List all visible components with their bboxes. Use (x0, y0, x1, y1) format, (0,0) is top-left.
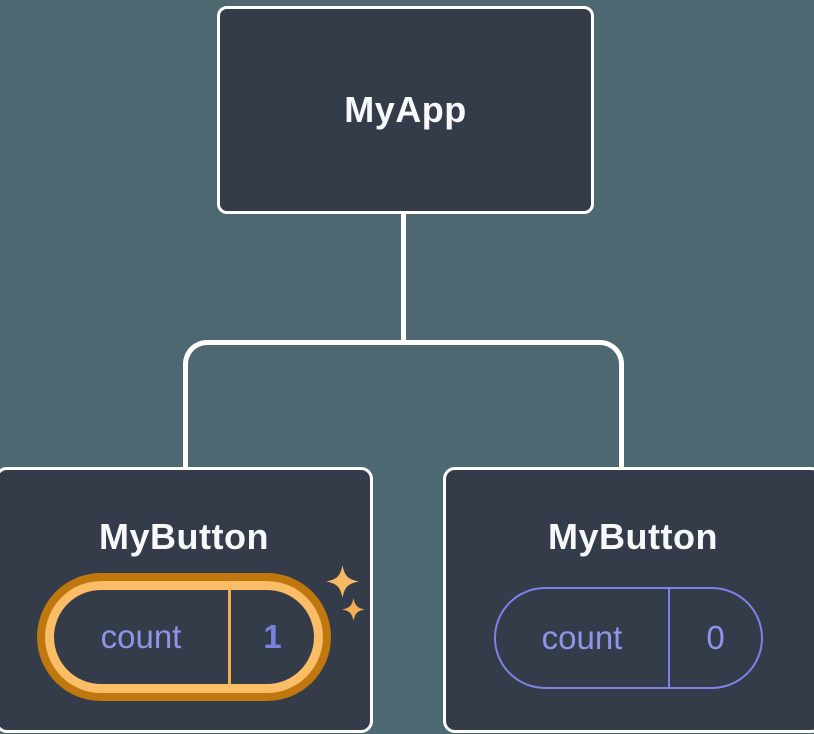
state-value-label: 0 (706, 619, 725, 656)
connector-branch-bracket (183, 340, 624, 474)
pill-divider (668, 589, 670, 687)
node-mybutton-left: MyButton count 1 (0, 467, 373, 733)
pill-divider (228, 590, 231, 684)
node-mybutton-left-label: MyButton (99, 516, 269, 557)
sparkle-icon (326, 565, 359, 598)
sparkle-icon (342, 598, 365, 621)
node-mybutton-right: MyButton count 0 (443, 467, 814, 733)
node-myapp-label: MyApp (344, 89, 467, 130)
state-value-label: 1 (263, 618, 282, 655)
state-name-label: count (100, 618, 182, 655)
state-name-label: count (541, 619, 623, 656)
connector-root-stem (401, 209, 406, 345)
state-pill-plain: count 0 (494, 587, 763, 689)
state-pill-highlighted: count 1 (45, 581, 323, 693)
node-mybutton-right-label: MyButton (548, 516, 718, 557)
node-myapp: MyApp (217, 6, 594, 214)
